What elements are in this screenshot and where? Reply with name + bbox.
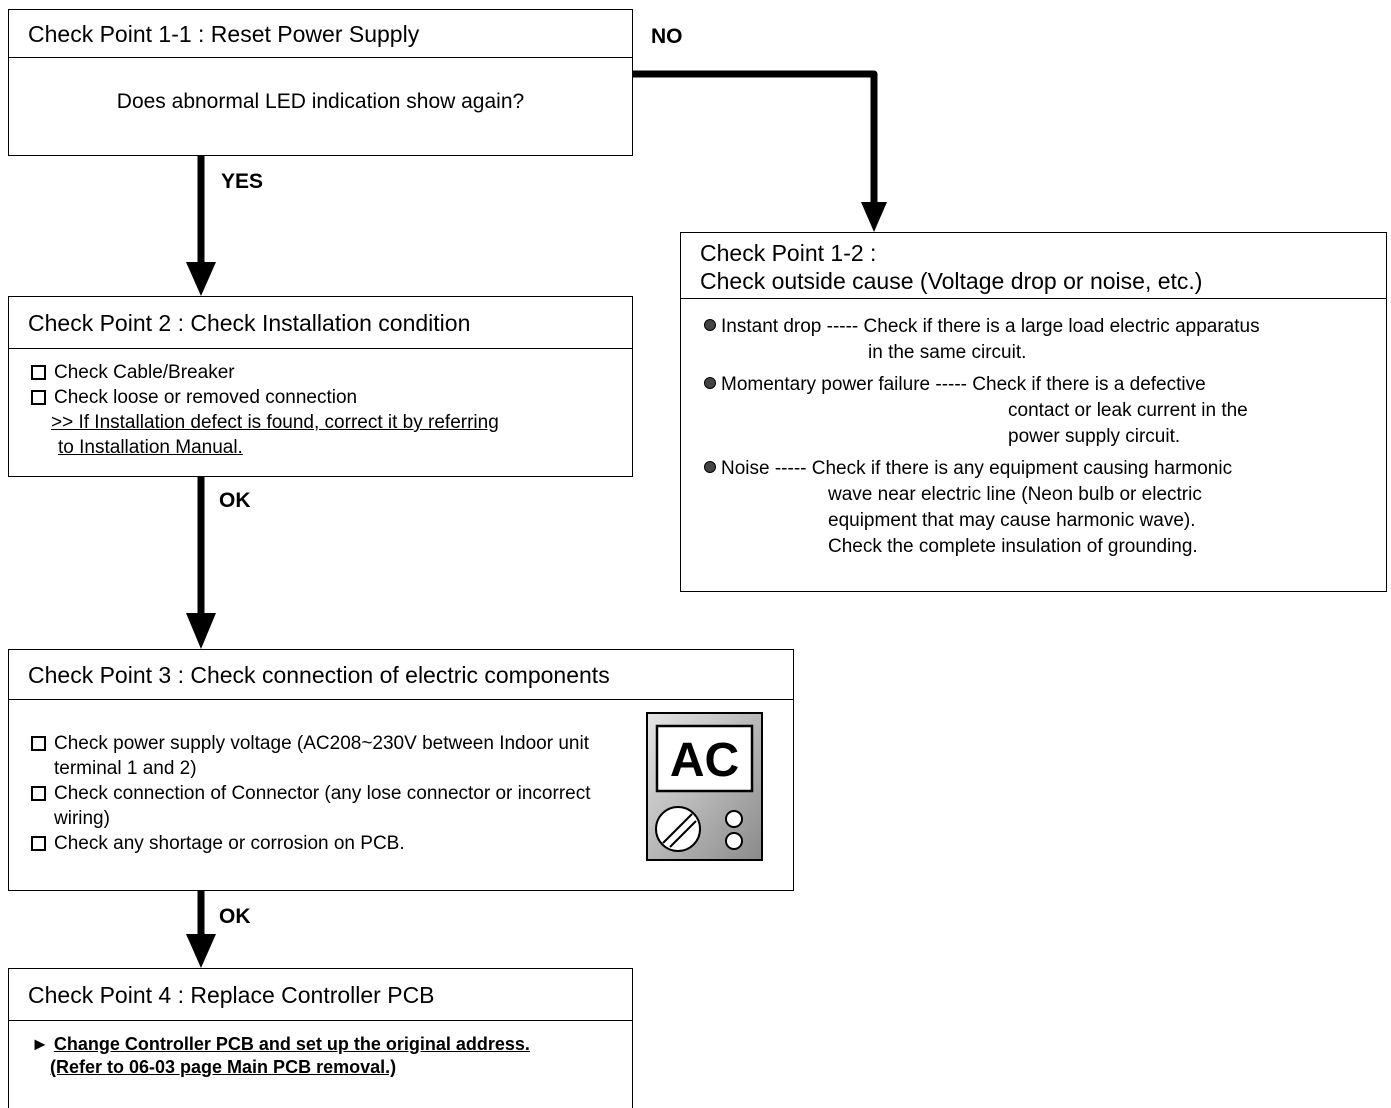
svg-text:AC: AC [670, 734, 739, 787]
no-label: NO [651, 25, 683, 48]
replace-action-line1: ► Change Controller PCB and set up the o… [31, 1034, 530, 1054]
instant-drop-item: Instant drop ----- Check if there is a l… [704, 316, 1260, 338]
yes-arrowhead [186, 262, 216, 296]
check-point-1-1-box: Check Point 1-1 : Reset Power Supply Doe… [8, 9, 633, 156]
check-point-4-box: Check Point 4 : Replace Controller PCB ►… [8, 968, 633, 1108]
checkbox-icon [31, 390, 46, 405]
noise-head: Noise ----- Check if there is any equipm… [721, 458, 1233, 479]
ok-arrowhead-1 [186, 613, 216, 649]
checklist-item: Check connection of Connector (any lose … [29, 781, 629, 831]
check-point-3-title: Check Point 3 : Check connection of elec… [9, 650, 793, 700]
replace-action-line2: (Refer to 06-03 page Main PCB removal.) [50, 1057, 397, 1077]
check-point-1-2-box: Check Point 1-2 : Check outside cause (V… [680, 232, 1387, 592]
check-point-1-2-title-line1: Check Point 1-2 : [700, 240, 877, 266]
ok-label: OK [219, 905, 251, 928]
noise-cont: wave near electric line (Neon bulb or el… [828, 484, 1202, 505]
check-point-1-2-title: Check Point 1-2 : Check outside cause (V… [681, 233, 1386, 299]
bullet-icon [704, 377, 716, 389]
installation-note-line2: to Installation Manual. [58, 437, 243, 458]
checkbox-icon [31, 365, 46, 380]
checkbox-icon [31, 736, 46, 751]
momentary-power-failure-head: Momentary power failure ----- Check if t… [721, 374, 1206, 395]
noise-cont: equipment that may cause harmonic wave). [828, 510, 1196, 531]
checkbox-icon [31, 836, 46, 851]
noise-cont: Check the complete insulation of groundi… [828, 536, 1198, 557]
checklist-item: Check power supply voltage (AC208~230V b… [29, 731, 629, 781]
check-point-1-1-question: Does abnormal LED indication show again? [116, 90, 525, 113]
check-point-4-title: Check Point 4 : Replace Controller PCB [9, 969, 632, 1021]
check-point-2-box: Check Point 2 : Check Installation condi… [8, 296, 633, 477]
instant-drop-head: Instant drop ----- Check if there is a l… [721, 316, 1260, 337]
noise-item: Noise ----- Check if there is any equipm… [704, 458, 1232, 480]
checklist-item: Check Cable/Breaker [29, 360, 632, 385]
check-point-2-title: Check Point 2 : Check Installation condi… [9, 297, 632, 349]
multimeter-icon: AC [646, 712, 763, 861]
checkbox-icon [31, 786, 46, 801]
installation-note-line1: >> If Installation defect is found, corr… [51, 412, 499, 433]
bullet-icon [704, 461, 716, 473]
checklist-item: Check loose or removed connection [29, 385, 632, 410]
check-point-1-1-title: Check Point 1-1 : Reset Power Supply [9, 10, 632, 58]
triangle-bullet-icon: ► [31, 1034, 49, 1054]
momentary-power-failure-cont: power supply circuit. [1008, 426, 1181, 447]
momentary-power-failure-item: Momentary power failure ----- Check if t… [704, 374, 1206, 396]
ok-arrowhead-2 [186, 934, 216, 968]
checklist-item: Check any shortage or corrosion on PCB. [29, 831, 629, 856]
check-point-1-2-title-line2: Check outside cause (Voltage drop or noi… [700, 268, 1203, 294]
momentary-power-failure-cont: contact or leak current in the [1008, 400, 1248, 421]
yes-label: YES [221, 170, 264, 193]
no-arrowhead [861, 202, 887, 232]
instant-drop-cont: in the same circuit. [868, 342, 1027, 363]
bullet-icon [704, 319, 716, 331]
check-point-3-box: Check Point 3 : Check connection of elec… [8, 649, 794, 891]
ok-label: OK [219, 489, 251, 512]
no-connector-line [633, 70, 878, 204]
